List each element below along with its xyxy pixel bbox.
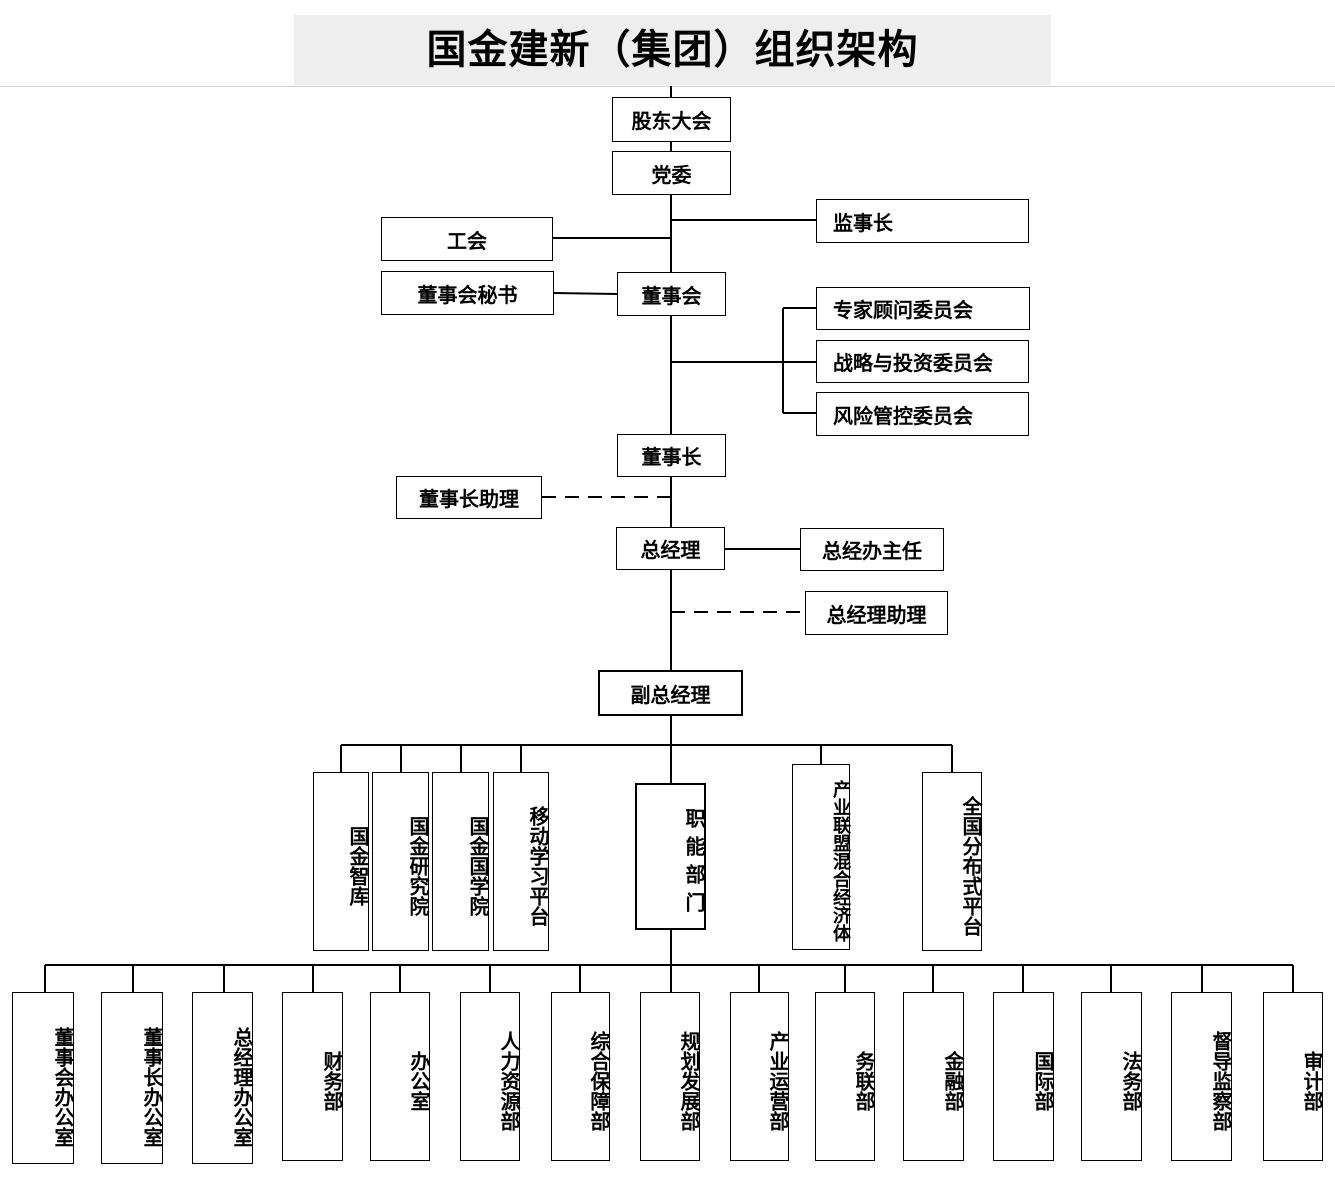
department-box: 规划发展部	[640, 992, 701, 1161]
department-box: 董事会办公室	[12, 992, 75, 1164]
department-box: 财务部	[282, 992, 344, 1161]
node-risk-control-committee: 风险管控委员会	[816, 392, 1029, 436]
title-bar	[294, 15, 1051, 85]
page-title: 国金建新（集团）组织架构	[426, 27, 919, 73]
node-gm-office-director: 总经办主任	[800, 528, 944, 571]
node-gm-assistant: 总经理助理	[805, 591, 948, 635]
department-box: 审计部	[1263, 992, 1324, 1161]
unit-box: 国金研究院	[372, 772, 430, 951]
node-chairman: 董事长	[617, 434, 726, 477]
unit-functional-departments: 职能部门	[635, 783, 706, 930]
node-general-manager: 总经理	[616, 527, 725, 570]
node-strategy-investment-committee: 战略与投资委员会	[816, 340, 1029, 383]
unit-box: 国金国学院	[432, 772, 490, 951]
department-box: 产业运营部	[730, 992, 790, 1161]
department-box: 办公室	[370, 992, 431, 1161]
unit-box: 国金智库	[313, 772, 370, 951]
node-deputy-gm: 副总经理	[598, 670, 743, 716]
secretary-connector	[553, 292, 618, 295]
node-party-committee: 党委	[612, 151, 731, 195]
unit-box: 产业联盟混合经济体	[792, 764, 851, 950]
node-expert-advisory-committee: 专家顾问委员会	[816, 287, 1030, 330]
department-box: 务联部	[815, 992, 876, 1161]
node-shareholders-meeting: 股东大会	[612, 97, 731, 142]
unit-box: 全国分布式平台	[922, 772, 983, 951]
department-box: 督导监察部	[1171, 992, 1233, 1161]
header-divider	[0, 86, 1335, 87]
department-box: 法务部	[1081, 992, 1143, 1161]
department-box: 综合保障部	[551, 992, 611, 1161]
node-labor-union: 工会	[381, 217, 553, 261]
department-box: 国际部	[993, 992, 1055, 1161]
department-box: 人力资源部	[460, 992, 521, 1161]
node-chairman-assistant: 董事长助理	[396, 476, 542, 519]
node-board: 董事会	[617, 272, 726, 316]
department-box: 董事长办公室	[101, 992, 164, 1164]
node-board-secretary: 董事会秘书	[381, 271, 554, 315]
department-box: 总经理办公室	[192, 992, 254, 1164]
department-box: 金融部	[903, 992, 965, 1161]
unit-box: 移动学习平台	[493, 772, 550, 951]
node-chief-supervisor: 监事长	[816, 199, 1029, 243]
